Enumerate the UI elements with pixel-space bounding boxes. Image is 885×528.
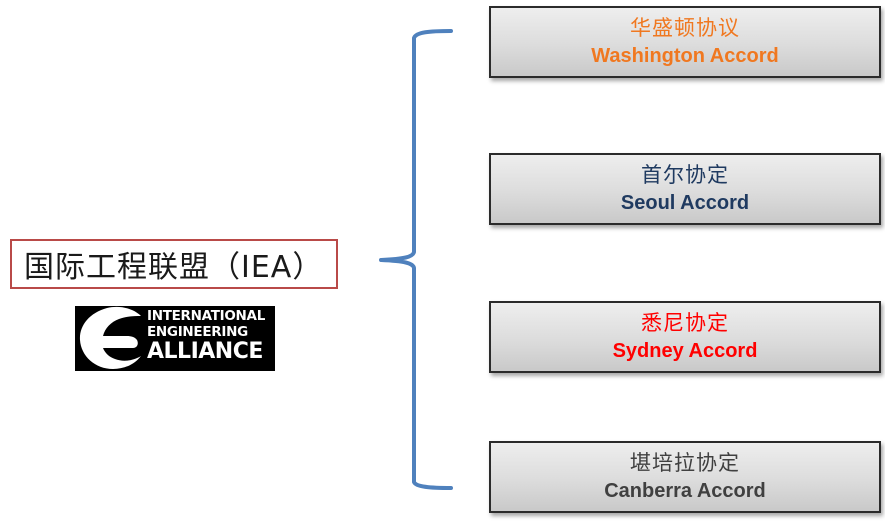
iea-logo-e-icon xyxy=(79,306,141,369)
iea-root-box: 国际工程联盟（IEA） xyxy=(10,239,338,289)
logo-line-alliance: ALLIANCE xyxy=(147,339,263,364)
accord-zh-label: 悉尼协定 xyxy=(641,311,729,335)
accord-zh-label: 首尔协定 xyxy=(641,163,729,187)
logo-line-international: INTERNATIONAL xyxy=(147,308,266,324)
accord-box-seoul: 首尔协定 Seoul Accord xyxy=(489,153,881,225)
iea-root-label: 国际工程联盟（IEA） xyxy=(24,250,324,285)
accord-en-label: Seoul Accord xyxy=(620,192,750,214)
accord-box-canberra: 堪培拉协定 Canberra Accord xyxy=(489,441,881,513)
accord-box-sydney: 悉尼协定 Sydney Accord xyxy=(489,301,881,373)
accord-en-label: Washington Accord xyxy=(591,45,779,67)
iea-logo: INTERNATIONAL ENGINEERING ALLIANCE xyxy=(75,306,275,371)
accord-zh-label: 华盛顿协议 xyxy=(630,16,740,40)
accord-box-washington: 华盛顿协议 Washington Accord xyxy=(489,6,881,78)
accord-en-label: Sydney Accord xyxy=(612,340,758,362)
logo-line-engineering: ENGINEERING xyxy=(147,323,248,340)
accord-en-label: Canberra Accord xyxy=(604,480,766,502)
accord-zh-label: 堪培拉协定 xyxy=(630,451,740,475)
